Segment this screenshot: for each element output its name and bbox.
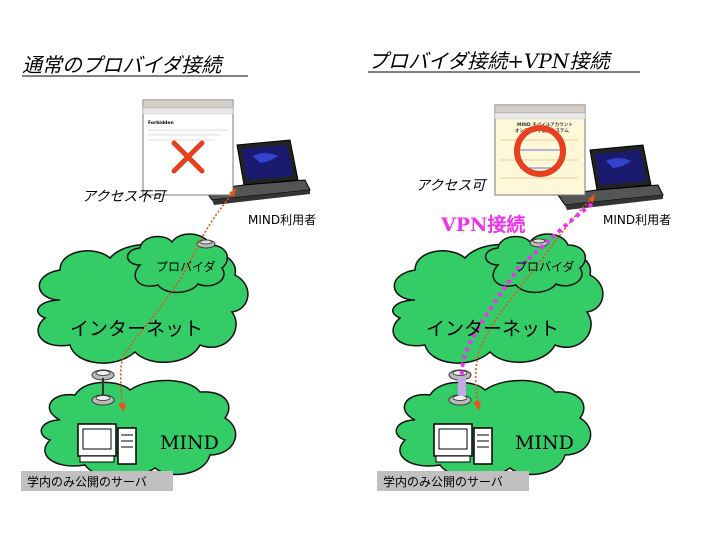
left-internet-label: インターネット [70,318,203,340]
browser-page-title-1: MIND モバイルアカウント [517,121,573,128]
right-path-arrowhead-top [588,194,595,203]
laptop-icon [557,144,664,210]
provider-cloud [126,233,229,294]
mind-cloud [395,379,592,479]
right-browser-window: MIND モバイルアカウント オンライン手続きシステム [494,104,586,196]
right-title: プロバイダ接続+VPN接続 [368,49,612,73]
vpn-label: VPN接続 [440,213,525,236]
left-user-label: MIND利用者 [248,213,316,227]
mind-cloud [40,379,237,479]
left-provider-label: プロバイダ [156,259,216,274]
right-user-label: MIND利用者 [603,213,671,227]
right-server-label-bg [377,471,529,491]
right-access-label: アクセス可 [416,178,487,194]
laptop-icon [204,139,311,205]
left-title: 通常のプロバイダ接続 [22,53,224,77]
left-server-label-bg [21,471,173,491]
right-path-arrowhead-bottom [473,401,481,411]
right-mind-label: MIND [515,432,574,454]
right-provider-label: プロバイダ [515,259,575,274]
left-panel: 通常のプロバイダ接続 [21,53,316,491]
left-connection-path [119,191,235,409]
provider-router-icon [529,238,549,248]
left-mind-label: MIND [160,432,219,454]
server-computer-icon [77,423,137,465]
left-server-label: 学内のみ公開のサーバ [27,474,147,489]
provider-router-icon [196,239,216,249]
right-connection-path [474,197,593,407]
provider-cloud [484,233,587,294]
vpn-tunnel-path [459,202,594,396]
right-server-label: 学内のみ公開のサーバ [383,474,503,489]
left-browser-window: Forbidden [142,99,234,196]
left-access-label: アクセス不可 [82,189,167,205]
circle-ok-icon [514,125,566,177]
gateway-router-icon [91,369,115,406]
browser-page-title: Forbidden [148,120,174,126]
right-internet-label: インターネット [426,318,559,340]
left-path-arrowhead-bottom [118,403,126,412]
right-panel: プロバイダ接続+VPN接続 [368,49,671,491]
server-computer-icon [433,423,493,465]
cross-icon [171,140,205,174]
left-path-arrowhead-top [229,188,236,197]
vpn-tunnel-end [458,378,466,396]
